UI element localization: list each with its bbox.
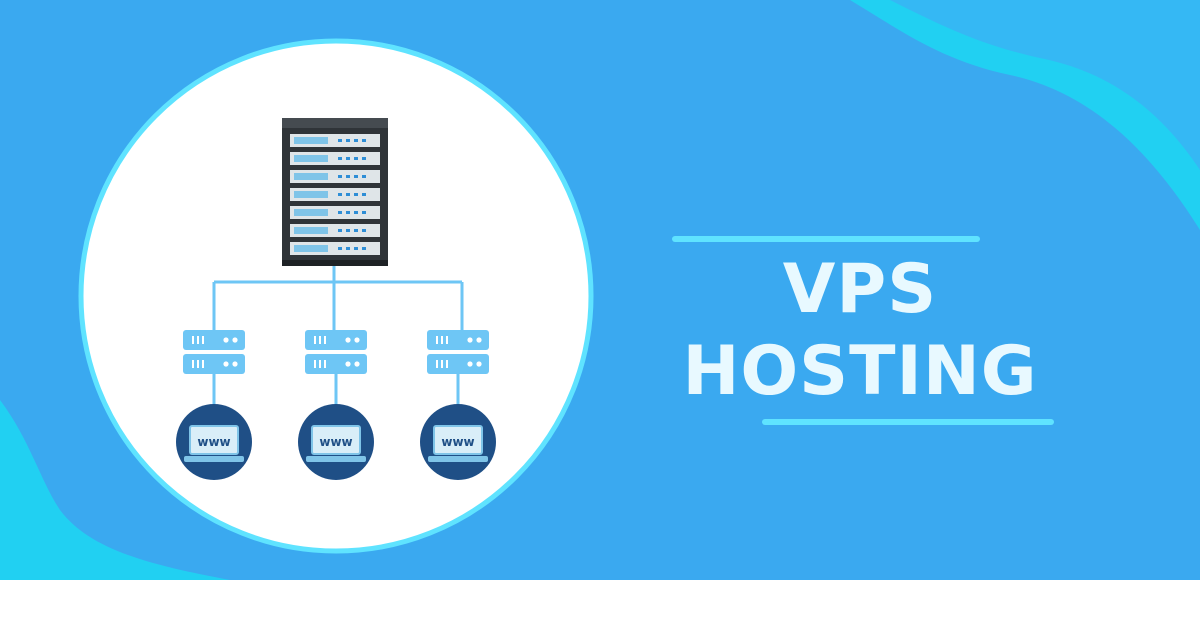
server-node-icon	[427, 330, 489, 374]
banner-illustration: www www www	[0, 0, 1200, 580]
title-accent-line-top	[672, 236, 980, 242]
laptop-screen-label: www	[319, 435, 352, 449]
title-vps: VPS	[782, 250, 938, 329]
title-accent-line-bottom	[762, 419, 1054, 425]
laptop-www-icon: www	[420, 404, 496, 480]
laptop-screen-label: www	[441, 435, 474, 449]
laptop-screen-label: www	[197, 435, 230, 449]
vps-hosting-banner: www www www VPS HOSTING	[0, 0, 1200, 580]
server-node-icon	[183, 330, 245, 374]
laptop-www-icon: www	[298, 404, 374, 480]
wave-top-right-inner	[890, 0, 1200, 170]
laptop-www-icon: www	[176, 404, 252, 480]
wave-bottom-left	[0, 400, 230, 580]
bottom-margin	[0, 580, 1200, 630]
title-hosting: HOSTING	[682, 332, 1038, 411]
server-node-icon	[305, 330, 367, 374]
server-rack-icon	[282, 118, 388, 266]
